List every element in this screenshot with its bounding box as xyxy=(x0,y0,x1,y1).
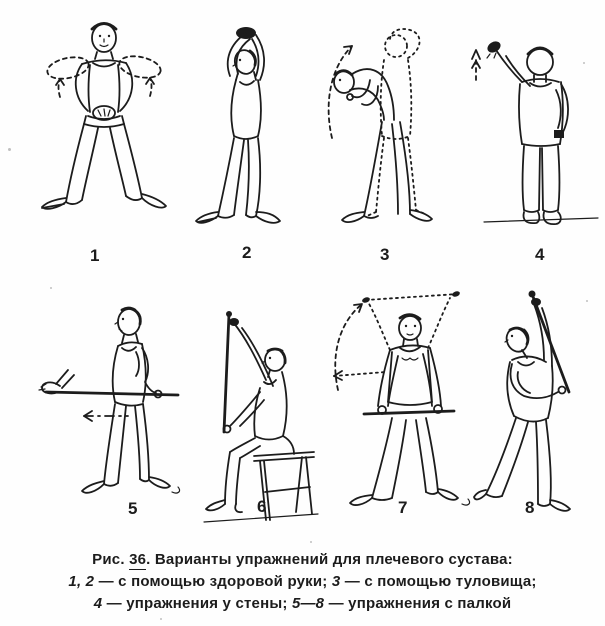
scan-speck xyxy=(50,287,52,289)
man-with-diagonal-stick xyxy=(473,290,571,512)
exercise-figure-2-drawing xyxy=(195,27,281,224)
caption-segment: 5—8 xyxy=(291,595,325,612)
scan-speck xyxy=(310,541,312,543)
dotted-raised-stick-phase xyxy=(333,293,459,377)
caption-segment: — с помощью здоровой руки; xyxy=(94,573,332,590)
dotted-upright-figure xyxy=(366,28,426,217)
man-shoulder-circles xyxy=(41,22,167,210)
scan-speck xyxy=(160,618,162,620)
figure-number-5: 5 xyxy=(128,499,138,518)
figure-number-2: 2 xyxy=(242,243,252,262)
caption-segment: 36 xyxy=(129,551,147,570)
figure-number-4: 4 xyxy=(535,245,545,264)
caption-segment: . Варианты упражнений для плечевого суст… xyxy=(146,551,513,568)
exercise-figure-4-drawing xyxy=(471,41,599,225)
exercise-figure-7-drawing xyxy=(333,291,471,506)
gym-stick-raised xyxy=(365,293,459,301)
caption-line-1: Рис. 36. Варианты упражнений для плечево… xyxy=(0,549,605,571)
stool xyxy=(203,451,319,523)
caption-segment: 4 xyxy=(93,595,103,612)
raise-motion-arrows xyxy=(333,303,363,391)
seated-man-with-stick xyxy=(205,311,295,514)
figure-number-3: 3 xyxy=(380,245,390,264)
figure-number-6: 6 xyxy=(257,497,267,516)
caption-segment: 1, 2 xyxy=(68,573,95,590)
man-with-horizontal-stick xyxy=(38,306,181,494)
caption-line-3: 4 — упражнения у стены; 5—8 — упражнения… xyxy=(0,593,605,615)
scan-speck xyxy=(583,62,585,64)
man-with-stick-at-thighs xyxy=(349,313,471,506)
exercise-figure-1-drawing xyxy=(41,22,167,210)
caption-line-2: 1, 2 — с помощью здоровой руки; 3 — с по… xyxy=(0,571,605,593)
caption-segment: 3 xyxy=(331,573,341,590)
exercise-figure-5-drawing xyxy=(38,306,181,494)
figure-number-8: 8 xyxy=(525,498,535,517)
figure-number-7: 7 xyxy=(398,498,408,517)
caption-segment: — с помощью туловища; xyxy=(340,573,537,590)
gym-stick xyxy=(222,312,231,434)
scan-speck xyxy=(8,148,11,151)
trunk-motion-arrow xyxy=(327,45,353,139)
caption-segment: Рис. xyxy=(92,551,130,568)
gym-stick xyxy=(362,409,456,416)
solid-bent-figure xyxy=(333,68,433,223)
figure-number-1: 1 xyxy=(90,246,100,265)
caption-segment: — упражнения с палкой xyxy=(324,595,512,612)
exercise-figure-3-drawing xyxy=(327,28,433,223)
exercise-figure-8-drawing xyxy=(473,290,571,512)
caption-segment: — упражнения у стены; xyxy=(102,595,292,612)
upward-motion-arrow xyxy=(471,49,481,81)
gym-stick xyxy=(44,390,180,397)
exercise-figure-6-drawing xyxy=(203,311,319,523)
scan-speck xyxy=(586,300,588,302)
man-at-wall-back-view xyxy=(483,41,599,225)
sideways-motion-arrow xyxy=(83,410,129,422)
man-arms-overhead xyxy=(195,27,281,224)
shoulder-rotation-arrows xyxy=(46,55,162,98)
figure-caption: Рис. 36. Варианты упражнений для плечево… xyxy=(0,549,605,615)
